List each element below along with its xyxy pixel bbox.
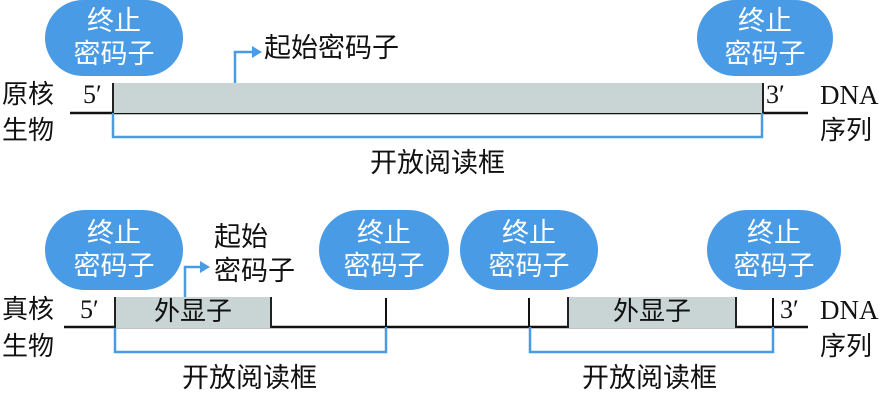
prokaryote-dna-label-1: DNA [820, 80, 879, 110]
prokaryote-five-prime: 5′ [83, 80, 102, 109]
stop-codon-label: 终止 [738, 6, 792, 37]
stop-codon-label: 终止 [502, 218, 556, 249]
eukaryote-start-codon-label-2: 密码子 [214, 256, 295, 287]
eukaryote-start-arrow [183, 265, 200, 297]
stop-codon-label: 终止 [87, 6, 141, 37]
stop-codon-label: 密码子 [733, 251, 815, 282]
eukaryote-start-codon-label-1: 起始 [214, 222, 268, 253]
eukaryote-organism-label-2: 生物 [2, 332, 55, 362]
eukaryote-orf-label-2: 开放阅读框 [582, 363, 717, 394]
eukaryote-dna-label-2: 序列 [820, 332, 873, 362]
prokaryote-start-arrow [233, 50, 252, 83]
prokaryote-dna-label-2: 序列 [820, 116, 873, 146]
stop-codon-label: 终止 [747, 218, 801, 249]
prokaryote-stop-codon-right: 终止 密码子 [697, 0, 833, 76]
arrowhead-icon [200, 261, 210, 273]
prokaryote-orf-label: 开放阅读框 [370, 148, 505, 179]
eukaryote-stop-codon-3: 终止 密码子 [460, 210, 598, 290]
stop-codon-label: 终止 [357, 218, 411, 249]
stop-codon-label: 密码子 [488, 251, 570, 282]
stop-codon-label: 密码子 [73, 39, 155, 70]
prokaryote-organism-label-1: 原核 [2, 80, 55, 110]
prokaryote-stop-codon-left: 终止 密码子 [45, 0, 183, 76]
eukaryote-stop-codon-1: 终止 密码子 [45, 210, 183, 290]
eukaryote-five-prime: 5′ [80, 295, 99, 324]
eukaryote-three-prime: 3′ [780, 295, 799, 324]
eukaryote-orf-bracket-2 [528, 327, 775, 354]
prokaryote-organism-label-2: 生物 [2, 116, 55, 146]
eukaryote-dna-label-1: DNA [820, 295, 879, 325]
eukaryote-exon-2: 外显子 [567, 297, 737, 328]
stop-codon-label: 密码子 [724, 39, 806, 70]
eukaryote-orf-label-1: 开放阅读框 [182, 363, 317, 394]
eukaryote-orf-bracket-1 [113, 327, 388, 354]
prokaryote-orf-bracket [111, 113, 764, 139]
eukaryote-stop-codon-4: 终止 密码子 [707, 210, 841, 290]
prokaryote-start-codon-label: 起始密码子 [264, 33, 399, 64]
stop-codon-label: 密码子 [73, 251, 155, 282]
eukaryote-organism-label-1: 真核 [2, 295, 55, 325]
prokaryote-coding-region [112, 83, 764, 113]
arrowhead-icon [252, 46, 262, 58]
stop-codon-label: 密码子 [343, 251, 425, 282]
stop-codon-label: 终止 [87, 218, 141, 249]
prokaryote-three-prime: 3′ [766, 80, 785, 109]
eukaryote-exon-1: 外显子 [114, 297, 272, 328]
eukaryote-stop-codon-2: 终止 密码子 [319, 210, 449, 290]
